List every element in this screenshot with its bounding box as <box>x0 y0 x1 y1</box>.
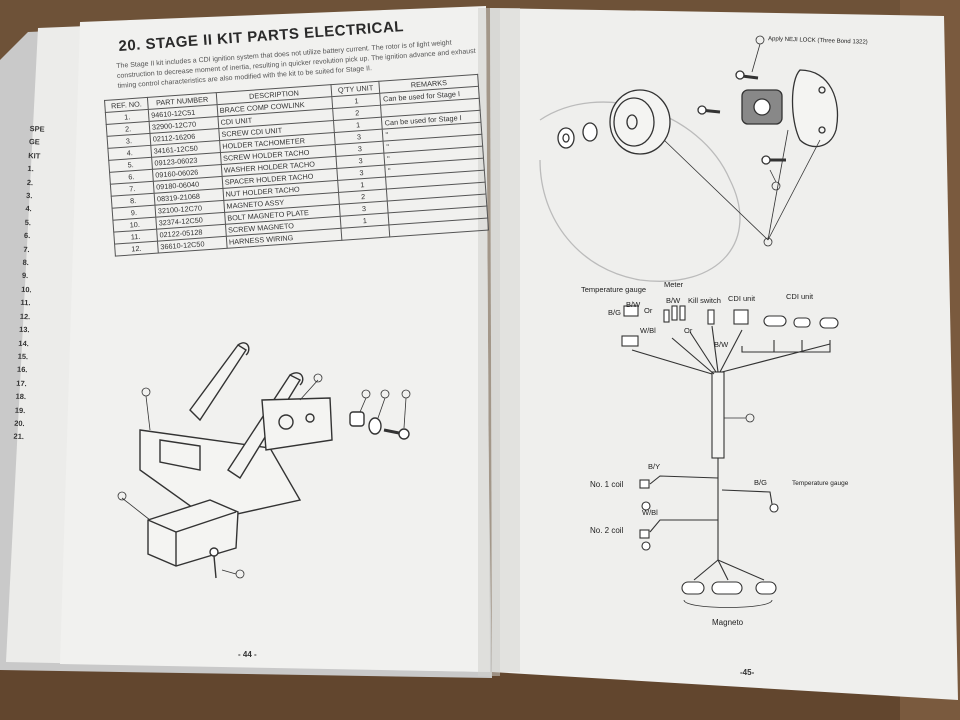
label-bw-2: B/W <box>666 296 681 305</box>
label-temperature-gauge: Temperature gauge <box>581 285 647 294</box>
label-wbl-2: W/Bl <box>642 508 658 517</box>
label-no1-coil: No. 1 coil <box>590 480 624 489</box>
label-no2-coil: No. 2 coil <box>590 526 624 535</box>
label-bg-2: B/G <box>754 478 767 487</box>
label-magneto: Magneto <box>712 618 744 627</box>
label-kill-switch: Kill switch <box>688 296 721 305</box>
table-cell: 12. <box>114 241 159 257</box>
margin-number: 21. <box>13 431 25 442</box>
margin-number: 18. <box>15 391 27 402</box>
page-number-left: - 44 - <box>238 650 257 659</box>
right-page <box>490 8 958 700</box>
label-cdi-unit-2: CDI unit <box>786 292 814 301</box>
label-bw: B/W <box>626 300 641 309</box>
label-cdi-unit-1: CDI unit <box>728 294 756 303</box>
label-by: B/Y <box>648 462 661 471</box>
label-temperature-gauge-2: Temperature gauge <box>792 480 849 487</box>
label-wbl: W/Bl <box>640 326 656 335</box>
parts-table-wrapper: REF. NO. PART NUMBER DESCRIPTION Q'TY UN… <box>104 74 489 257</box>
magneto-exploded-drawing <box>539 35 839 282</box>
label-or-2: Or <box>684 326 693 335</box>
label-bg: B/G <box>608 308 621 317</box>
label-meter: Meter <box>664 280 684 289</box>
wiring-harness-diagram <box>621 305 839 608</box>
brace-assembly-drawing <box>117 342 411 579</box>
label-or: Or <box>644 306 653 315</box>
parts-table: REF. NO. PART NUMBER DESCRIPTION Q'TY UN… <box>104 74 489 257</box>
label-bw-3: B/W <box>714 340 729 349</box>
margin-number: 13. <box>18 324 30 335</box>
page-number-right: -45- <box>740 668 755 677</box>
